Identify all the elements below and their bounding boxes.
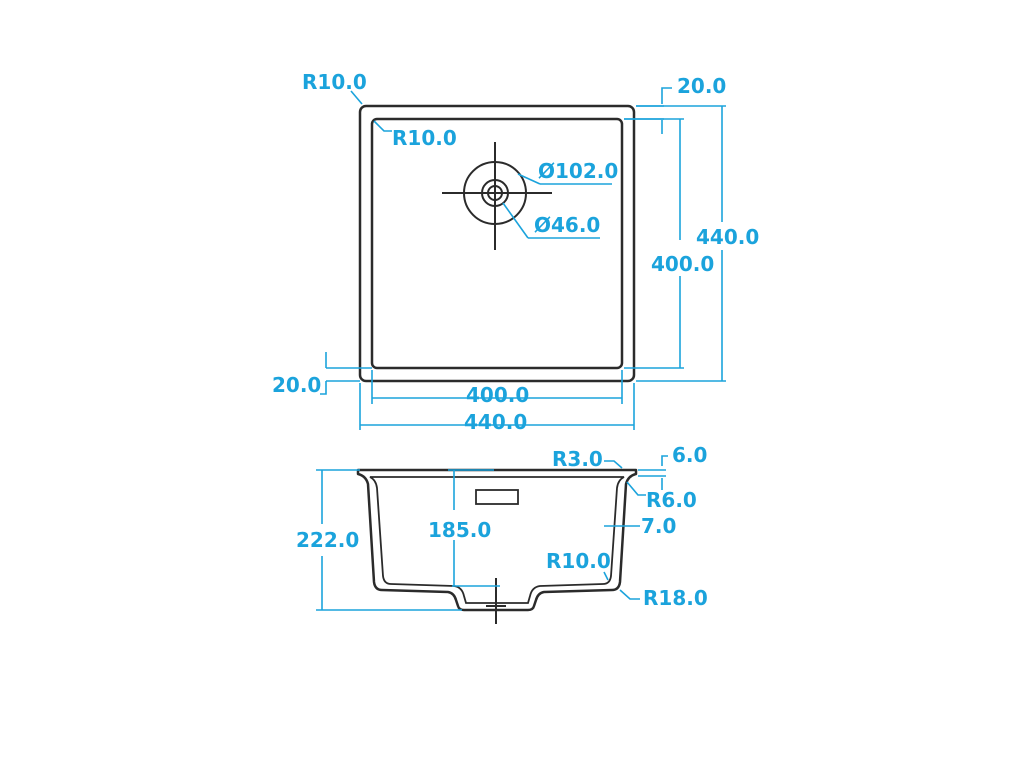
- sink-section-outer: [356, 468, 638, 612]
- leader-drain-outer: [517, 173, 541, 185]
- leader-corner-outer: [350, 90, 363, 105]
- outer-sink-outline: [358, 104, 636, 383]
- dim-rim-left-bracket: [320, 381, 327, 395]
- inner-bowl-outline: [370, 117, 624, 370]
- drain-outer-circle: [463, 161, 527, 225]
- label-outer-width: 440.0: [464, 410, 527, 434]
- sink-section-inner: [369, 476, 625, 604]
- leader-radius-rim: [604, 460, 623, 469]
- label-corner-outer: R10.0: [302, 70, 367, 94]
- label-drain-outer-diameter: Ø102.0: [538, 159, 618, 183]
- label-radius-rim-inner: R6.0: [646, 488, 697, 512]
- leader-radius-rim-inner: [626, 481, 646, 496]
- drain-core-circle: [487, 185, 503, 201]
- side-view: 222.0 185.0 R3.0 6.0 R6.0 7.0 R10.0 R18.…: [296, 443, 708, 624]
- label-rim-thickness: 6.0: [672, 443, 707, 467]
- leader-drain-inner: [502, 202, 529, 239]
- label-rim-top: 20.0: [677, 74, 726, 98]
- dim-rim-thickness-bracket: [661, 455, 668, 466]
- label-inner-height: 400.0: [651, 252, 714, 276]
- label-rim-left: 20.0: [272, 373, 321, 397]
- label-drain-inner-diameter: Ø46.0: [534, 213, 600, 237]
- label-outer-height: 440.0: [696, 225, 759, 249]
- label-wall-thickness: 7.0: [641, 514, 676, 538]
- label-inner-width: 400.0: [466, 383, 529, 407]
- leader-corner-inner: [373, 120, 392, 132]
- dim-rim-top-bracket: [661, 87, 672, 104]
- drain-symbol: [442, 142, 552, 250]
- leader-radius-bottom-outer: [619, 589, 640, 600]
- drain-inner-circle: [481, 179, 509, 207]
- label-radius-bottom-inner: R10.0: [546, 549, 611, 573]
- label-radius-rim: R3.0: [552, 447, 603, 471]
- label-inner-depth: 185.0: [428, 518, 491, 542]
- label-total-depth: 222.0: [296, 528, 359, 552]
- leader-radius-bottom-inner: [603, 571, 609, 581]
- overflow-slot: [475, 489, 519, 505]
- label-corner-inner: R10.0: [392, 126, 457, 150]
- label-radius-bottom-outer: R18.0: [643, 586, 708, 610]
- top-view: R10.0 R10.0 Ø102.0 Ø46.0 20.0 400.0 440.…: [272, 70, 759, 434]
